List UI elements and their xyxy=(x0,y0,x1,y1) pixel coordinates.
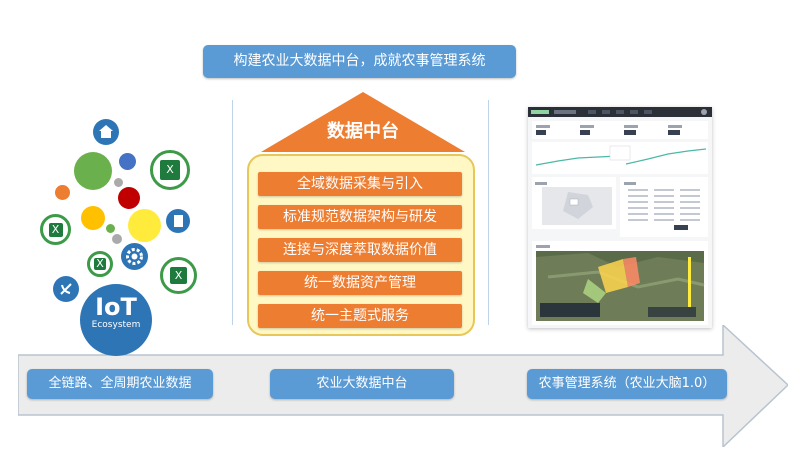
divider-right xyxy=(488,100,489,325)
iot-subtitle: Ecosystem xyxy=(91,320,141,330)
bottom-label-platform: 农业大数据中台 xyxy=(270,369,454,399)
yellow-bubble-right xyxy=(128,209,161,242)
green-bubble xyxy=(74,152,112,190)
platform-item-4: 统一数据资产管理 xyxy=(258,271,462,295)
bottom-label-data: 全链路、全周期农业数据 xyxy=(27,369,213,399)
excel-icon: X xyxy=(150,150,190,190)
yellow-bubble-left xyxy=(81,206,105,230)
blue-bubble xyxy=(119,153,136,170)
pyramid-label: 数据中台 xyxy=(327,121,399,142)
farm-management-dashboard-screenshot xyxy=(528,107,712,328)
settings-icon xyxy=(121,243,148,270)
small-green-bubble xyxy=(106,224,115,233)
red-bubble xyxy=(118,187,140,209)
excel-icon: X xyxy=(87,251,113,277)
iot-title: IoT xyxy=(95,293,137,321)
excel-icon: X xyxy=(40,214,71,245)
platform-item-1: 全域数据采集与引入 xyxy=(258,172,462,196)
small-grey-bubble xyxy=(112,234,122,244)
bottom-label-system: 农事管理系统（农业大脑1.0） xyxy=(527,369,727,399)
satellite-dish-icon xyxy=(53,276,79,302)
pyramid-roof xyxy=(261,92,465,152)
iot-ecosystem-badge: IoT Ecosystem xyxy=(80,284,152,356)
platform-item-2: 标准规范数据架构与研发 xyxy=(258,205,462,229)
document-icon xyxy=(166,209,190,233)
divider-left xyxy=(232,100,233,325)
home-icon xyxy=(93,119,119,145)
platform-item-3: 连接与深度萃取数据价值 xyxy=(258,238,462,262)
grey-bubble xyxy=(114,178,123,187)
orange-bubble xyxy=(55,185,70,200)
excel-icon: X xyxy=(160,257,197,294)
top-banner: 构建农业大数据中台，成就农事管理系统 xyxy=(203,45,516,78)
platform-item-5: 统一主题式服务 xyxy=(258,304,462,328)
